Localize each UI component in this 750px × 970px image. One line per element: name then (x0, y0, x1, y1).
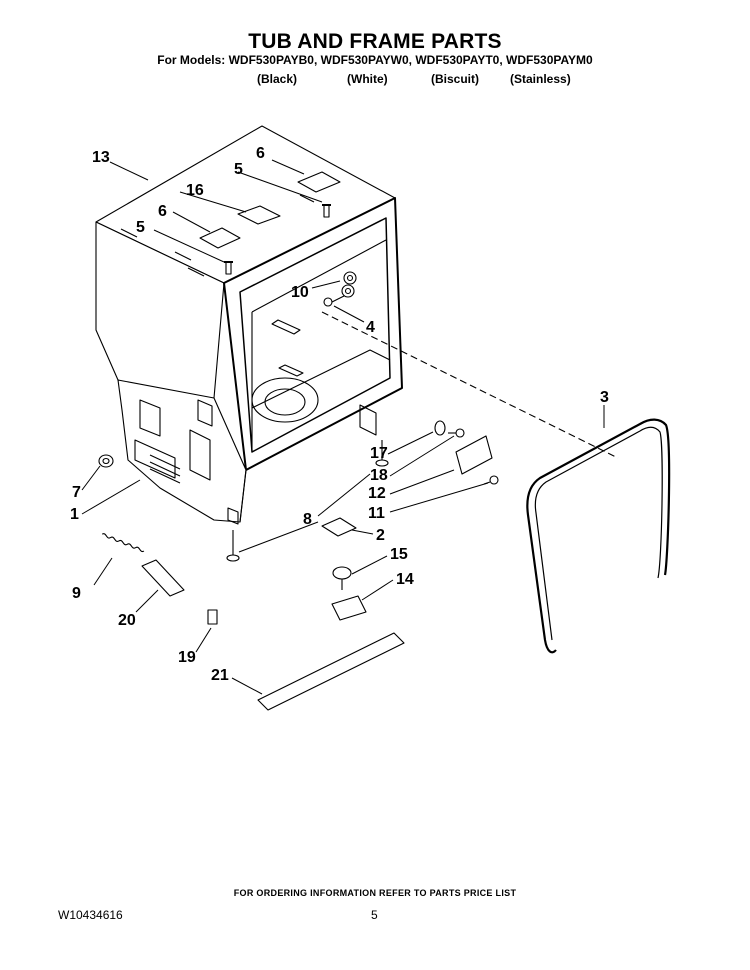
callout-20: 20 (118, 612, 136, 629)
callout-2: 2 (376, 527, 385, 544)
callout-10: 10 (291, 284, 309, 301)
switch-part-14 (331, 595, 367, 621)
washer-part-17 (434, 420, 446, 436)
spring-part-9 (101, 533, 145, 553)
screw-part-5-a (322, 204, 331, 218)
tub-assembly (95, 125, 403, 525)
callout-8: 8 (303, 511, 312, 528)
callout-18: 18 (370, 467, 388, 484)
callout-15: 15 (390, 546, 408, 563)
callout-5-a: 5 (234, 161, 243, 178)
foot-nut-part-7 (98, 454, 114, 468)
callout-21: 21 (211, 667, 229, 684)
screw-part-4 (323, 295, 345, 307)
float-part-15 (332, 566, 352, 590)
callout-6-b: 6 (158, 203, 167, 220)
callout-11: 11 (368, 505, 385, 522)
callout-9: 9 (72, 585, 81, 602)
screw-part-11 (483, 475, 499, 485)
callout-6-a: 6 (256, 145, 265, 162)
callout-3: 3 (600, 389, 609, 406)
callout-4: 4 (366, 319, 375, 336)
color-label-stainless: (Stainless) (510, 72, 571, 86)
callout-19: 19 (178, 649, 196, 666)
callout-12: 12 (368, 485, 386, 502)
bracket-part-6-a (297, 171, 341, 193)
ordering-info-note: FOR ORDERING INFORMATION REFER TO PARTS … (233, 888, 517, 898)
pad-part-2 (321, 517, 357, 537)
color-label-biscuit: (Biscuit) (431, 72, 479, 86)
bracket-part-6-b (199, 227, 241, 249)
callout-5-b: 5 (136, 219, 145, 236)
page-number: 5 (371, 908, 378, 922)
gasket-part-3 (526, 418, 671, 654)
document-number: W10434616 (58, 908, 123, 922)
models-line: For Models: WDF530PAYB0, WDF530PAYW0, WD… (157, 53, 593, 67)
plate-part-21 (257, 632, 405, 711)
color-label-black: (Black) (257, 72, 298, 86)
callout-1: 1 (70, 506, 79, 523)
callout-16: 16 (186, 182, 204, 199)
reference-dashed-line (321, 311, 619, 459)
bolt-part-18 (448, 428, 465, 438)
leg-part-8-a (375, 440, 389, 467)
leader-lines (81, 159, 605, 695)
cover-part-20 (141, 559, 185, 597)
page-title: TUB AND FRAME PARTS (248, 30, 502, 53)
screw-part-5-b (224, 261, 233, 275)
bracket-part-12 (455, 435, 493, 475)
label-part-16 (237, 205, 281, 225)
leg-part-8-b (226, 530, 240, 562)
callout-13: 13 (92, 149, 110, 166)
callout-7: 7 (72, 484, 81, 501)
callout-14: 14 (396, 571, 414, 588)
callout-17: 17 (370, 445, 388, 462)
clip-part-19 (207, 609, 218, 625)
color-label-white: (White) (347, 72, 388, 86)
